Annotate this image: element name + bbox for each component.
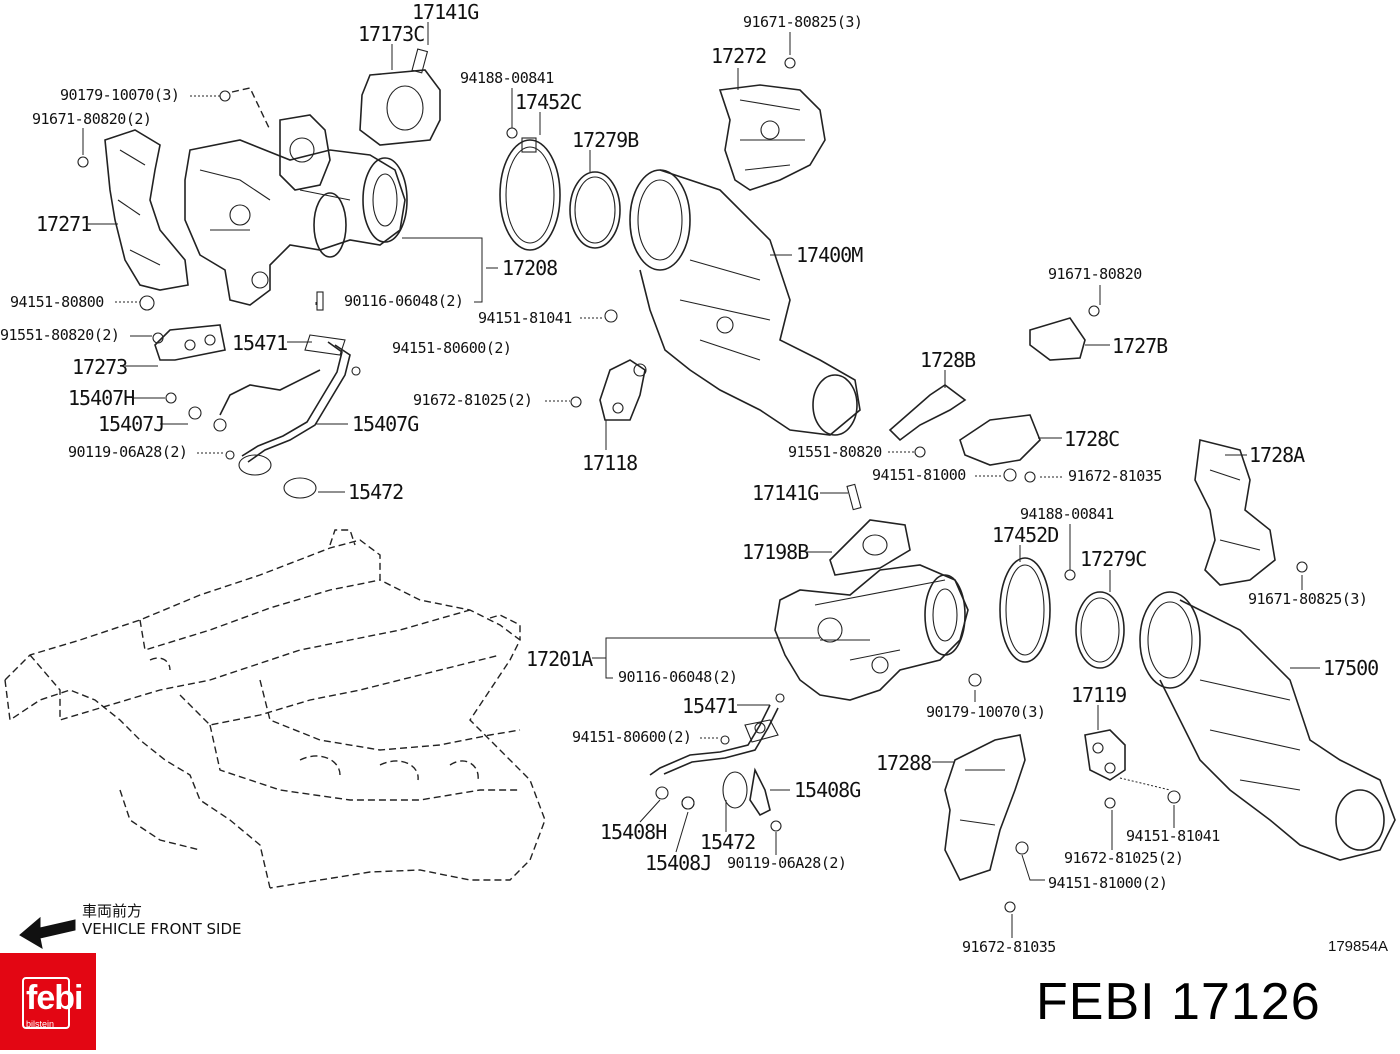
callout-17119: 17119 [1071, 683, 1127, 707]
callout-17141g-b: 17141G [752, 481, 819, 505]
bracket-17118 [599, 359, 647, 421]
part-title: FEBI 17126 [1036, 973, 1321, 1031]
bracket-1727b [1029, 317, 1086, 361]
catalytic-converter-17400m [629, 169, 861, 436]
callout-94151-81000-b: 94151-81000(2) [1048, 874, 1168, 892]
callout-17273: 17273 [72, 355, 128, 379]
gasket-17198b [829, 519, 911, 576]
callout-91672-81035: 91672-81035 [1068, 467, 1162, 485]
callout-15471-b: 15471 [682, 694, 738, 718]
gasket-17173c [359, 48, 441, 146]
callout-17272: 17272 [711, 44, 767, 68]
callout-17271: 17271 [36, 212, 92, 236]
callout-94151-80800: 94151-80800 [10, 293, 104, 311]
callout-91671-80820: 91671-80820(2) [32, 110, 152, 128]
stud-17141g [846, 483, 862, 511]
callout-17279c: 17279C [1080, 547, 1147, 571]
callout-15472-b: 15472 [700, 830, 756, 854]
vehicle-front-arrow-icon [19, 916, 76, 950]
insulator-1728b [888, 384, 967, 442]
insulator-17288 [944, 734, 1026, 881]
insulator-1728c [959, 414, 1041, 466]
callout-17288: 17288 [876, 751, 932, 775]
callout-1727b: 1727B [1112, 334, 1168, 358]
callout-17201a: 17201A [526, 647, 593, 671]
clamp-17452d [999, 557, 1051, 663]
turbocharger-17208 [184, 114, 408, 306]
callout-90116-06048-b: 90116-06048(2) [618, 668, 738, 686]
callout-91671-80825: 91671-80825(3) [743, 13, 863, 31]
callout-94188-00841: 94188-00841 [460, 69, 554, 87]
callout-15407h: 15407H [68, 386, 135, 410]
callout-94151-81041-b: 94151-81041 [1126, 827, 1220, 845]
febi-bilstein-logo: febi bilstein [0, 953, 96, 1050]
gasket-17279c [1075, 591, 1125, 669]
callout-94151-81041: 94151-81041 [478, 309, 572, 327]
callout-15407g: 15407G [352, 412, 419, 436]
callout-15471: 15471 [232, 331, 288, 355]
catalytic-converter-17500 [1139, 591, 1396, 861]
callout-15407j: 15407J [98, 412, 165, 436]
callout-15408j: 15408J [645, 851, 712, 875]
callout-90116-06048: 90116-06048(2) [344, 292, 464, 310]
bracket-17273 [154, 324, 226, 361]
callout-91672-81025: 91672-81025(2) [413, 391, 533, 409]
oil-pipe-15408g [649, 704, 779, 817]
callout-94151-80600: 94151-80600(2) [392, 339, 512, 357]
vehicle-front-caption-en: VEHICLE FRONT SIDE [82, 920, 242, 938]
oil-pipe-15407g [188, 334, 351, 499]
callout-1728b: 1728B [920, 348, 976, 372]
logo-sub: bilstein [26, 1019, 55, 1029]
callout-17400m: 17400M [796, 243, 863, 267]
callout-91551-80820: 91551-80820(2) [0, 326, 120, 344]
callout-15472: 15472 [348, 480, 404, 504]
insulator-1728a [1194, 439, 1276, 586]
callout-94151-81000: 94151-81000 [872, 466, 966, 484]
callout-17198b: 17198B [742, 540, 809, 564]
turbocharger-17201a [774, 564, 969, 701]
clamp-17452c [499, 137, 561, 251]
engine-block-outline [4, 529, 546, 889]
callout-15408h: 15408H [600, 820, 667, 844]
callout-91672-81025-b: 91672-81025(2) [1064, 849, 1184, 867]
drawing-number: 179854A [1328, 938, 1389, 955]
logo-frame [22, 977, 70, 1029]
leader-lines [82, 22, 1320, 938]
gasket-17279b [569, 171, 621, 249]
callout-94151-80600-b: 94151-80600(2) [572, 728, 692, 746]
callout-91671-80820-b: 91671-80820 [1048, 265, 1142, 283]
callout-91551-80820-b: 91551-80820 [788, 443, 882, 461]
callout-17500: 17500 [1323, 656, 1379, 680]
heat-insulator-17272 [718, 84, 826, 191]
callout-91671-80825-b: 91671-80825(3) [1248, 590, 1368, 608]
callout-91672-81035-b: 91672-81035 [962, 938, 1056, 956]
logo-word: febi [26, 979, 83, 1017]
callout-90179-10070: 90179-10070(3) [60, 86, 180, 104]
callout-17279b: 17279B [572, 128, 639, 152]
callout-17452c: 17452C [515, 90, 582, 114]
callout-90179-10070-b: 90179-10070(3) [926, 703, 1046, 721]
callout-17118: 17118 [582, 451, 638, 475]
callout-1728c: 1728C [1064, 427, 1120, 451]
callout-17173c: 17173C [358, 22, 425, 46]
callout-17141g: 17141G [412, 0, 479, 24]
callout-17452d: 17452D [992, 523, 1059, 547]
heat-insulator-17271 [104, 129, 189, 291]
callout-90119-06a28: 90119-06A28(2) [68, 443, 188, 461]
callout-15408g: 15408G [794, 778, 861, 802]
callout-1728a: 1728A [1249, 443, 1305, 467]
vehicle-front-caption-jp: 車両前方 [82, 902, 143, 920]
callout-17208: 17208 [502, 256, 558, 280]
callout-90119-06a28-b: 90119-06A28(2) [727, 854, 847, 872]
bracket-17119 [1084, 729, 1126, 781]
callout-94188-00841-b: 94188-00841 [1020, 505, 1114, 523]
